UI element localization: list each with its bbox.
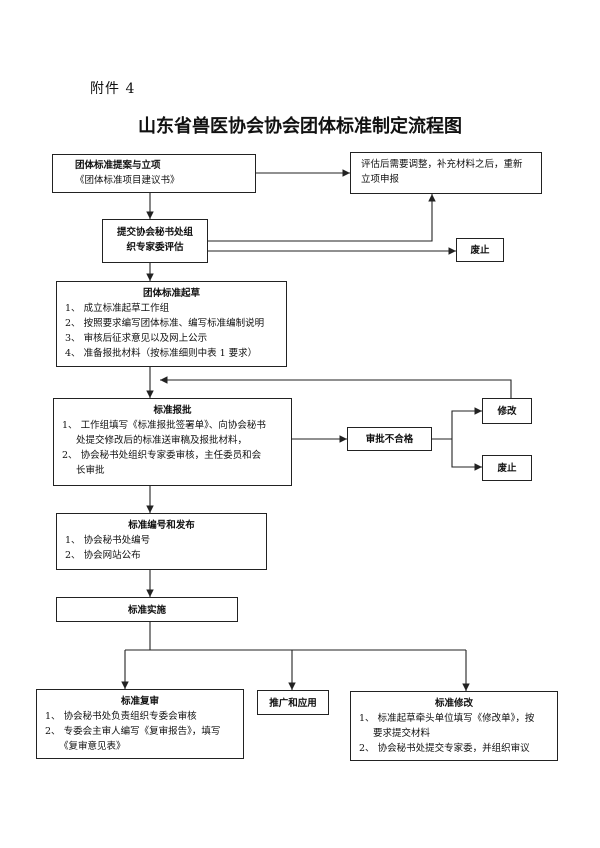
- abolish-box: 废止: [482, 455, 532, 481]
- approve-line: 1、 工作组填写《标准报批签署单》、向协会秘书: [62, 420, 266, 431]
- promote-box: 推广和应用: [257, 690, 329, 715]
- revise-line: 2、 协会秘书处提交专家委，并组织审议: [359, 743, 530, 754]
- approve-line: 2、 协会秘书处组织专家委审核，主任委员和会: [62, 450, 262, 461]
- proposal-line: 《团体标准项目建议书》: [75, 175, 180, 186]
- modify-box: 修改: [482, 398, 532, 424]
- modify-title: 修改: [497, 406, 517, 417]
- rereview-title: 标准复审: [120, 696, 159, 707]
- annex-label: 附件 4: [90, 81, 136, 97]
- draft-line: 1、 成立标准起草工作组: [65, 303, 170, 314]
- implement-title: 标准实施: [127, 605, 166, 616]
- approve-title: 标准报批: [153, 405, 192, 416]
- draft-line: 2、 按照要求编写团体标准、编写标准编制说明: [65, 318, 265, 329]
- implement-box: 标准实施: [56, 597, 238, 622]
- proposal-title: 团体标准提案与立项: [75, 160, 161, 171]
- resubmit-box: 评估后需要调整，补充材料之后，重新 立项申报: [350, 152, 542, 194]
- page-title: 山东省兽医协会协会团体标准制定流程图: [138, 116, 462, 137]
- abolish-title: 废止: [470, 245, 490, 256]
- resubmit-line: 评估后需要调整，补充材料之后，重新: [361, 159, 523, 170]
- rereview-line: 1、 协会秘书处负责组织专委会审核: [45, 711, 197, 722]
- reject-title: 审批不合格: [365, 434, 414, 445]
- draft-line: 4、 准备报批材料（按标准细则中表 1 要求）: [65, 348, 258, 359]
- resubmit-line: 立项申报: [361, 174, 400, 185]
- abolish-title: 废止: [497, 463, 517, 474]
- approve-line: 长审批: [76, 465, 105, 476]
- publish-box: 标准编号和发布 1、 协会秘书处编号 2、 协会网站公布: [56, 513, 267, 570]
- approve-line: 处提交修改后的标准送审稿及报批材料，: [76, 435, 248, 446]
- review-line: 提交协会秘书处组: [116, 227, 193, 238]
- review-box: 提交协会秘书处组 织专家委评估: [102, 219, 208, 263]
- proposal-box: 团体标准提案与立项 《团体标准项目建议书》: [52, 154, 256, 193]
- draft-title: 团体标准起草: [142, 288, 200, 299]
- rereview-line: 2、 专委会主审人编写《复审报告》，填写: [45, 726, 221, 737]
- approve-box: 标准报批 1、 工作组填写《标准报批签署单》、向协会秘书 处提交修改后的标准送审…: [53, 398, 292, 486]
- publish-line: 1、 协会秘书处编号: [65, 535, 151, 546]
- abolish-box: 废止: [456, 238, 504, 262]
- revise-title: 标准修改: [434, 698, 473, 709]
- review-line: 织专家委评估: [126, 242, 184, 253]
- reject-box: 审批不合格: [347, 427, 432, 451]
- promote-title: 推广和应用: [269, 698, 317, 709]
- rereview-line: 《复审意见表》: [59, 741, 126, 752]
- revise-line: 要求提交材料: [373, 728, 431, 739]
- revise-line: 1、 标准起草牵头单位填写《修改单》，按: [359, 713, 535, 724]
- draft-box: 团体标准起草 1、 成立标准起草工作组 2、 按照要求编写团体标准、编写标准编制…: [56, 281, 287, 367]
- revise-box: 标准修改 1、 标准起草牵头单位填写《修改单》，按 要求提交材料 2、 协会秘书…: [350, 691, 558, 761]
- draft-line: 3、 审核后征求意见以及网上公示: [65, 333, 208, 344]
- publish-title: 标准编号和发布: [128, 520, 195, 531]
- rereview-box: 标准复审 1、 协会秘书处负责组织专委会审核 2、 专委会主审人编写《复审报告》…: [36, 689, 244, 759]
- publish-line: 2、 协会网站公布: [65, 550, 141, 561]
